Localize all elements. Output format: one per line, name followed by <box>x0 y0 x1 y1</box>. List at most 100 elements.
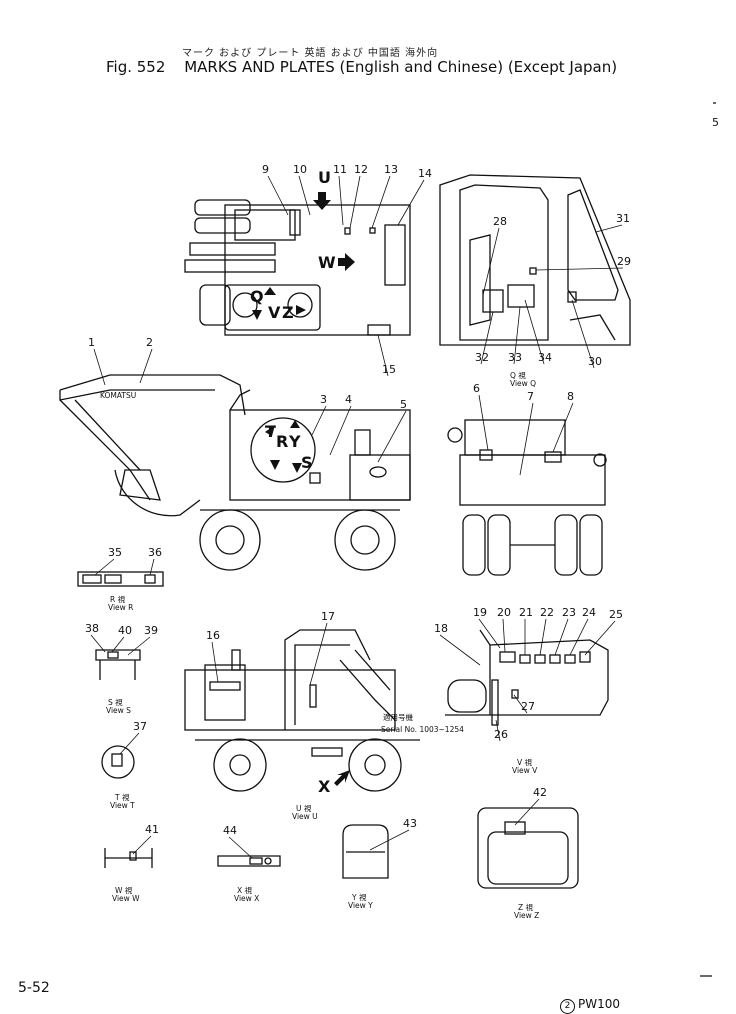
view-t-label: View T <box>110 801 135 810</box>
view-u-label: View U <box>292 812 318 821</box>
callout-20: 20 <box>497 606 511 619</box>
callout-17: 17 <box>321 610 335 623</box>
callout-10: 10 <box>293 163 307 176</box>
serial-number: Serial No. 1003~1254 <box>381 725 464 734</box>
view-arrow-w <box>338 253 355 271</box>
view-v-jp: V 視 <box>517 758 533 767</box>
callout-7: 7 <box>527 390 534 403</box>
leader-line <box>349 175 361 229</box>
margin-ticks <box>700 102 716 977</box>
leader-lines <box>90 175 624 859</box>
leader-line <box>139 348 153 384</box>
leader-line <box>397 179 425 226</box>
leader-line <box>514 798 540 826</box>
view-y-label: View Y <box>348 901 373 910</box>
leader-line <box>228 836 253 859</box>
figure-number: Fig. 552 <box>106 58 166 76</box>
leader-line <box>149 558 155 576</box>
view-w-part <box>104 848 153 868</box>
callout-11: 11 <box>333 163 347 176</box>
page-number: 5-52 <box>18 980 50 996</box>
callout-28: 28 <box>493 215 507 228</box>
view-arrow-x <box>334 770 350 786</box>
leader-line <box>132 835 152 855</box>
leader-line <box>478 394 489 451</box>
callout-1: 1 <box>88 336 95 349</box>
leader-line <box>211 641 219 683</box>
view-x-label: View X <box>234 894 259 903</box>
top-view <box>184 199 411 336</box>
view-z-part <box>477 807 579 889</box>
view-s-part <box>95 649 141 680</box>
leader-line <box>309 622 328 686</box>
leader-line <box>93 348 106 386</box>
callout-14: 14 <box>418 167 432 180</box>
leader-line <box>298 175 311 216</box>
view-letter-q: Q <box>250 287 264 306</box>
view-letter-r: R <box>276 432 288 451</box>
boom-decal: KOMATSU <box>100 391 136 400</box>
cab-view-q <box>439 174 631 346</box>
leader-line <box>571 299 595 369</box>
view-x-part <box>217 855 281 867</box>
callout-15: 15 <box>382 363 396 376</box>
view-t-part <box>101 745 135 779</box>
side-view-machine <box>59 374 411 571</box>
callout-38: 38 <box>85 622 99 635</box>
revision-mark: 2 <box>560 999 575 1014</box>
leader-line <box>502 618 506 653</box>
callout-44: 44 <box>223 824 237 837</box>
callout-3: 3 <box>320 393 327 406</box>
view-arrow-v <box>252 310 262 320</box>
margin-mark: 5 <box>712 116 719 129</box>
leader-line <box>513 306 521 365</box>
figure-title: Fig. 552 MARKS AND PLATES (English and C… <box>106 58 617 76</box>
figure-title-text: MARKS AND PLATES (English and Chinese) (… <box>184 58 618 76</box>
callout-30: 30 <box>588 355 602 368</box>
leader-line <box>111 636 125 653</box>
callout-31: 31 <box>616 212 630 225</box>
view-letter-u: U <box>318 168 331 187</box>
view-arrow-q <box>264 287 276 295</box>
callout-27: 27 <box>521 700 535 713</box>
view-y-part <box>342 824 389 879</box>
leader-line <box>127 636 151 656</box>
view-w-jp: W 視 <box>115 886 133 895</box>
view-s-jp: S 視 <box>108 698 123 707</box>
callout-25: 25 <box>609 608 623 621</box>
view-s-label: View S <box>106 706 131 715</box>
model-name: PW100 <box>578 997 621 1011</box>
leader-line <box>377 410 407 463</box>
callout-35: 35 <box>108 546 122 559</box>
view-r-label: View R <box>108 603 133 612</box>
callout-22: 22 <box>540 606 554 619</box>
callout-2: 2 <box>146 336 153 349</box>
callout-16: 16 <box>206 629 220 642</box>
view-letter-w: W <box>318 253 336 272</box>
leader-line <box>267 175 289 216</box>
leader-line <box>535 267 624 271</box>
leader-line <box>524 299 545 365</box>
view-letter-s: S <box>301 453 313 472</box>
leader-line <box>338 175 344 226</box>
view-x-jp: X 視 <box>237 886 253 895</box>
callout-36: 36 <box>148 546 162 559</box>
leader-line <box>552 402 574 453</box>
callout-4: 4 <box>345 393 352 406</box>
callout-26: 26 <box>494 728 508 741</box>
leader-line <box>519 402 534 476</box>
callout-8: 8 <box>567 390 574 403</box>
leader-line <box>94 558 115 576</box>
leader-line <box>377 334 389 377</box>
view-letter-x: X <box>318 777 331 796</box>
callout-41: 41 <box>145 823 159 836</box>
leader-line <box>369 829 410 851</box>
view-letter-z: Z <box>282 303 294 322</box>
leader-line <box>119 732 140 755</box>
view-arrow-z <box>296 305 306 315</box>
view-w-label: View W <box>112 894 140 903</box>
leader-line <box>495 719 501 742</box>
callout-43: 43 <box>403 817 417 830</box>
callout-5: 5 <box>400 398 407 411</box>
view-t-jp: T 視 <box>114 793 130 802</box>
